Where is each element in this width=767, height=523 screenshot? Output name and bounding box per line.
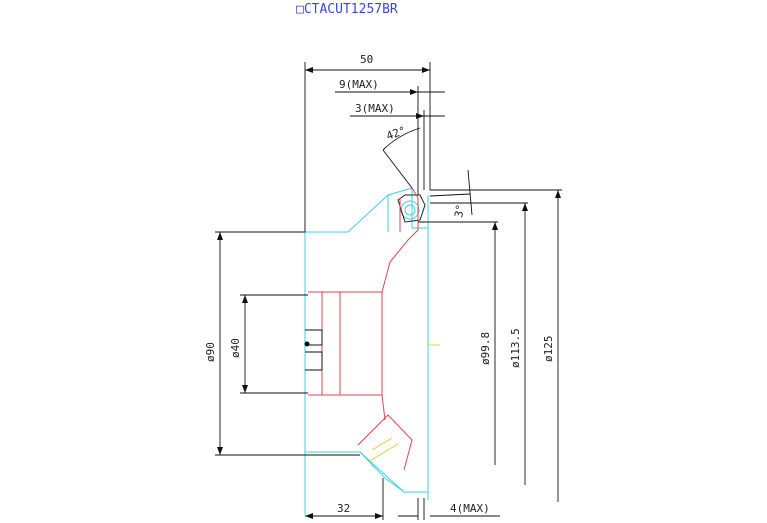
dim-phi125: ø125: [542, 336, 555, 363]
dim-phi113-5: ø113.5: [509, 328, 522, 368]
dim-angle-42: 42°: [385, 124, 408, 143]
dim-4max: 4(MAX): [450, 502, 490, 515]
dim-phi90: ø90: [204, 342, 217, 362]
internal-geometry-red: [308, 187, 419, 471]
keyway: [304, 329, 323, 371]
dimension-lines: [215, 62, 562, 520]
dim-9max: 9(MAX): [339, 78, 379, 91]
drawing-sheet: [205, 0, 562, 523]
dim-phi40: ø40: [229, 338, 242, 358]
yellow-markers: [367, 344, 440, 463]
dim-angle-3: 3°: [452, 203, 467, 218]
drawing-title: □CTACUT1257BR: [296, 2, 398, 17]
dim-50: 50: [360, 53, 373, 66]
insert-screw: [397, 194, 426, 223]
arrowheads: [217, 67, 561, 519]
dim-32: 32: [337, 502, 350, 515]
dim-phi99-8: ø99.8: [479, 332, 492, 365]
dim-3max: 3(MAX): [355, 102, 395, 115]
cutter-body-outline: [304, 187, 429, 515]
